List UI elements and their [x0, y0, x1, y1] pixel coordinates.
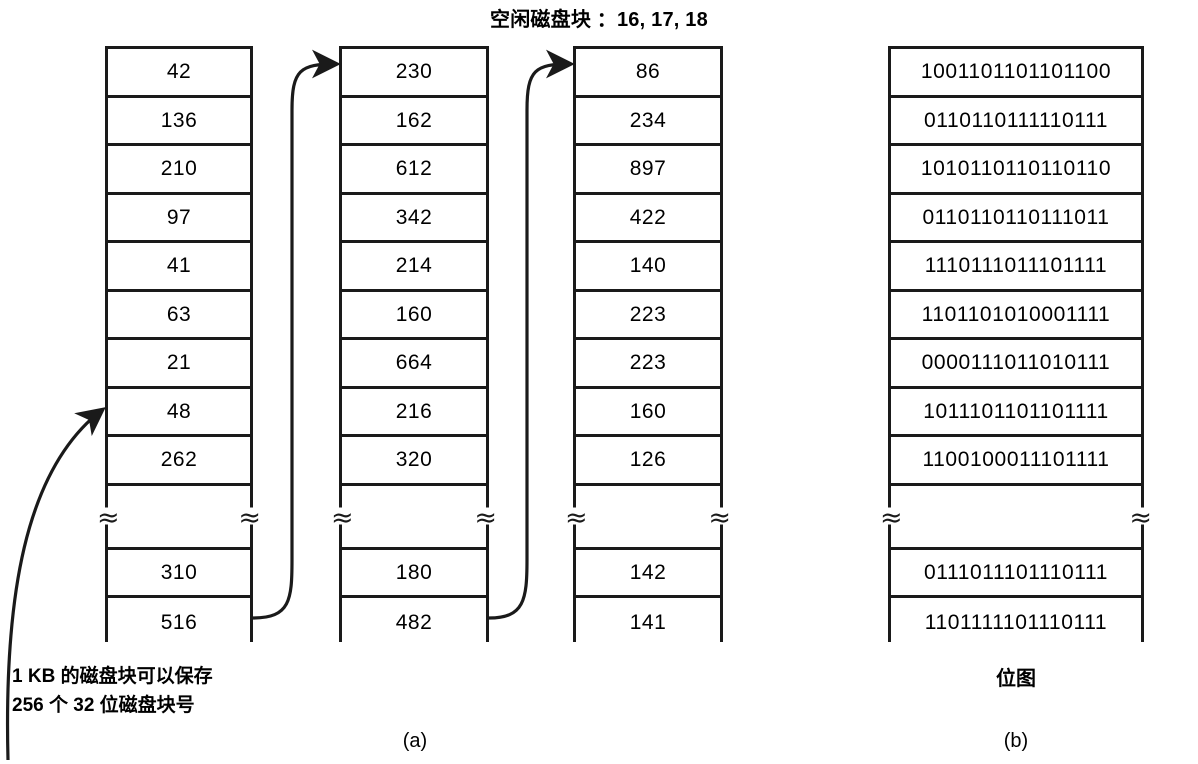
block-cell: 310: [108, 549, 250, 598]
bitmap-row: 1100100011101111: [891, 437, 1141, 486]
figure-label-a: (a): [402, 730, 428, 752]
block-list-break-row: ≈ ≈: [331, 485, 497, 550]
block-cell: 214: [342, 243, 486, 292]
block-cell: 41: [108, 243, 250, 292]
bitmap-caption: 位图: [996, 668, 1036, 690]
block-cell: 342: [342, 194, 486, 243]
bitmap-row: 0111011101110111: [891, 549, 1141, 598]
block-cell: 320: [342, 437, 486, 486]
block-cell: 141: [576, 598, 720, 647]
bitmap-break-row: ≈ ≈: [880, 485, 1152, 550]
block-list-note: 1 KB 的磁盘块可以保存 256 个 32 位磁盘块号: [12, 666, 213, 717]
block-cell: 612: [342, 146, 486, 195]
bitmap-row: 0000111011010111: [891, 340, 1141, 389]
bitmap-row: 1001101101101100: [891, 49, 1141, 98]
break-marker-icon: ≈: [565, 502, 588, 534]
block-cell: 516: [108, 598, 250, 647]
block-cell: 162: [342, 97, 486, 146]
block-cell: 63: [108, 291, 250, 340]
block-cell: 48: [108, 388, 250, 437]
block-cell: 142: [576, 549, 720, 598]
break-marker-icon: ≈: [708, 502, 731, 534]
bitmap-row: 0110110111110111: [891, 97, 1141, 146]
break-marker-icon: ≈: [238, 502, 261, 534]
figure-title: 空闲磁盘块 ：16, 17, 18: [490, 9, 708, 31]
block-cell: 262: [108, 437, 250, 486]
bitmap-row: 1101101010001111: [891, 291, 1141, 340]
break-marker-icon: ≈: [880, 502, 903, 534]
block-list-column-3: 86 234 897 422 140 223 223 160 126 ≈ ≈ 1…: [565, 46, 731, 647]
block-cell: 86: [576, 49, 720, 98]
block-cell: 42: [108, 49, 250, 98]
block-cell: 223: [576, 340, 720, 389]
bitmap-row: 1011101101101111: [891, 388, 1141, 437]
block-cell: 160: [576, 388, 720, 437]
block-cell: 897: [576, 146, 720, 195]
block-list-column-1: 42 136 210 97 41 63 21 48 262 ≈ ≈ 310 51…: [97, 46, 261, 647]
bitmap-row: 0110110110111011: [891, 194, 1141, 243]
block-cell: 160: [342, 291, 486, 340]
break-marker-icon: ≈: [1129, 502, 1152, 534]
figure-label-b: (b): [1003, 730, 1029, 752]
bitmap-column: 1001101101101100 0110110111110111 101011…: [880, 46, 1152, 647]
arrow-column2-to-column3: [488, 49, 575, 620]
block-cell: 482: [342, 598, 486, 647]
bitmap-row: 1101111101110111: [891, 598, 1141, 647]
break-marker-icon: ≈: [331, 502, 354, 534]
block-cell: 422: [576, 194, 720, 243]
break-marker-icon: ≈: [474, 502, 497, 534]
block-cell: 210: [108, 146, 250, 195]
block-list-column-2: 230 162 612 342 214 160 664 216 320 ≈ ≈ …: [331, 46, 497, 647]
block-cell: 180: [342, 549, 486, 598]
block-cell: 140: [576, 243, 720, 292]
bitmap-row: 1110111011101111: [891, 243, 1141, 292]
break-marker-icon: ≈: [97, 502, 120, 534]
arrow-column1-to-column2: [252, 49, 341, 620]
block-cell: 136: [108, 97, 250, 146]
block-cell: 223: [576, 291, 720, 340]
block-list-break-row: ≈ ≈: [97, 485, 261, 550]
block-cell: 126: [576, 437, 720, 486]
block-list-break-row: ≈ ≈: [565, 485, 731, 550]
block-cell: 216: [342, 388, 486, 437]
block-cell: 230: [342, 49, 486, 98]
block-cell: 21: [108, 340, 250, 389]
block-cell: 664: [342, 340, 486, 389]
block-cell: 97: [108, 194, 250, 243]
bitmap-row: 1010110110110110: [891, 146, 1141, 195]
block-cell: 234: [576, 97, 720, 146]
